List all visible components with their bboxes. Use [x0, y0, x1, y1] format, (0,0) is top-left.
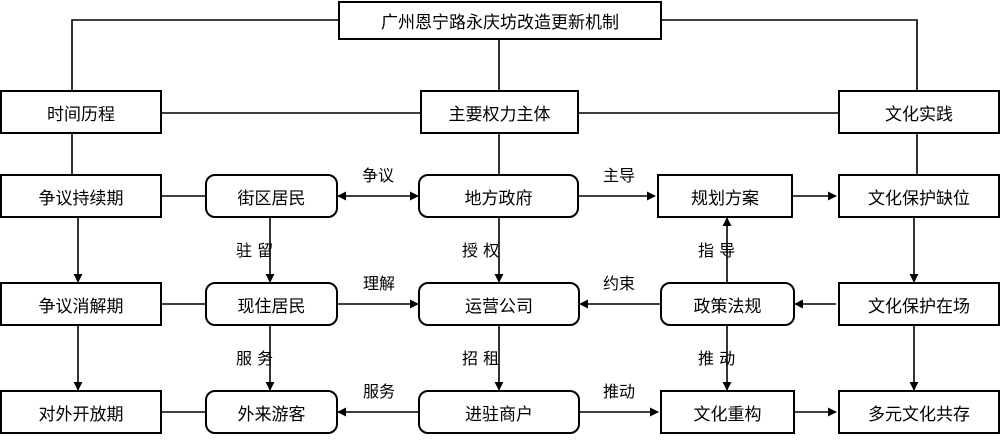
culture-stage-3-label: 多元文化共存: [868, 404, 970, 425]
connector-title-to-time: [71, 19, 338, 90]
resident-box-1: 街区居民: [205, 174, 338, 218]
actor-box-1: 地方政府: [418, 174, 579, 218]
time-stage-3-label: 对外开放期: [38, 404, 124, 425]
actor-box-1-label: 地方政府: [464, 188, 533, 209]
policy-box-2-label: 政策法规: [693, 296, 762, 317]
edge-label-lease: 招 租: [462, 349, 500, 368]
edge-label-constrain: 约束: [603, 274, 636, 293]
resident-box-2-label: 现住居民: [237, 296, 306, 317]
culture-stage-1-label: 文化保护缺位: [868, 188, 970, 209]
resident-box-1-label: 街区居民: [237, 188, 306, 209]
connector-title-to-culture: [662, 19, 918, 90]
culture-stage-1: 文化保护缺位: [838, 174, 1000, 218]
title-text: 广州恩宁路永庆坊改造更新机制: [381, 13, 619, 33]
time-stage-2-label: 争议消解期: [38, 296, 124, 317]
actor-box-3-label: 进驻商户: [465, 404, 533, 425]
policy-box-1: 规划方案: [657, 174, 793, 218]
title-box: 广州恩宁路永庆坊改造更新机制: [338, 1, 662, 40]
category-actors-label: 主要权力主体: [448, 104, 551, 125]
policy-box-3: 文化重构: [660, 390, 795, 434]
edge-label-stay: 驻 留: [236, 241, 274, 260]
resident-box-2: 现住居民: [205, 282, 338, 326]
edge-label-lead: 主导: [603, 166, 636, 185]
resident-box-3-label: 外来游客: [237, 404, 306, 425]
edge-label-understand: 理解: [363, 274, 396, 293]
time-stage-1: 争议持续期: [0, 174, 162, 218]
time-stage-1-label: 争议持续期: [38, 188, 124, 209]
edge-label-authorize: 授 权: [462, 241, 500, 260]
edge-label-serve2: 服务: [363, 382, 396, 401]
edge-label-dispute: 争议: [362, 166, 395, 185]
edge-label-promote1: 推 动: [698, 349, 736, 368]
edge-label-guide: 指 导: [698, 241, 736, 260]
category-time-label: 时间历程: [47, 104, 115, 125]
culture-stage-3: 多元文化共存: [838, 390, 1000, 434]
policy-box-3-label: 文化重构: [693, 404, 762, 425]
resident-box-3: 外来游客: [205, 390, 338, 434]
category-culture-box: 文化实践: [838, 90, 1000, 134]
category-time-box: 时间历程: [0, 90, 162, 134]
edge-label-serve1: 服 务: [236, 349, 274, 368]
culture-stage-2: 文化保护在场: [838, 282, 1000, 326]
category-culture-label: 文化实践: [885, 104, 953, 125]
category-actors-box: 主要权力主体: [420, 90, 579, 134]
policy-box-2: 政策法规: [660, 282, 795, 326]
actor-box-2-label: 运营公司: [465, 296, 533, 317]
actor-box-3: 进驻商户: [418, 390, 580, 434]
time-stage-3: 对外开放期: [0, 390, 162, 434]
time-stage-2: 争议消解期: [0, 282, 162, 326]
policy-box-1-label: 规划方案: [691, 188, 759, 209]
edge-label-promote2: 推动: [603, 382, 636, 401]
actor-box-2: 运营公司: [418, 282, 580, 326]
culture-stage-2-label: 文化保护在场: [868, 296, 970, 317]
